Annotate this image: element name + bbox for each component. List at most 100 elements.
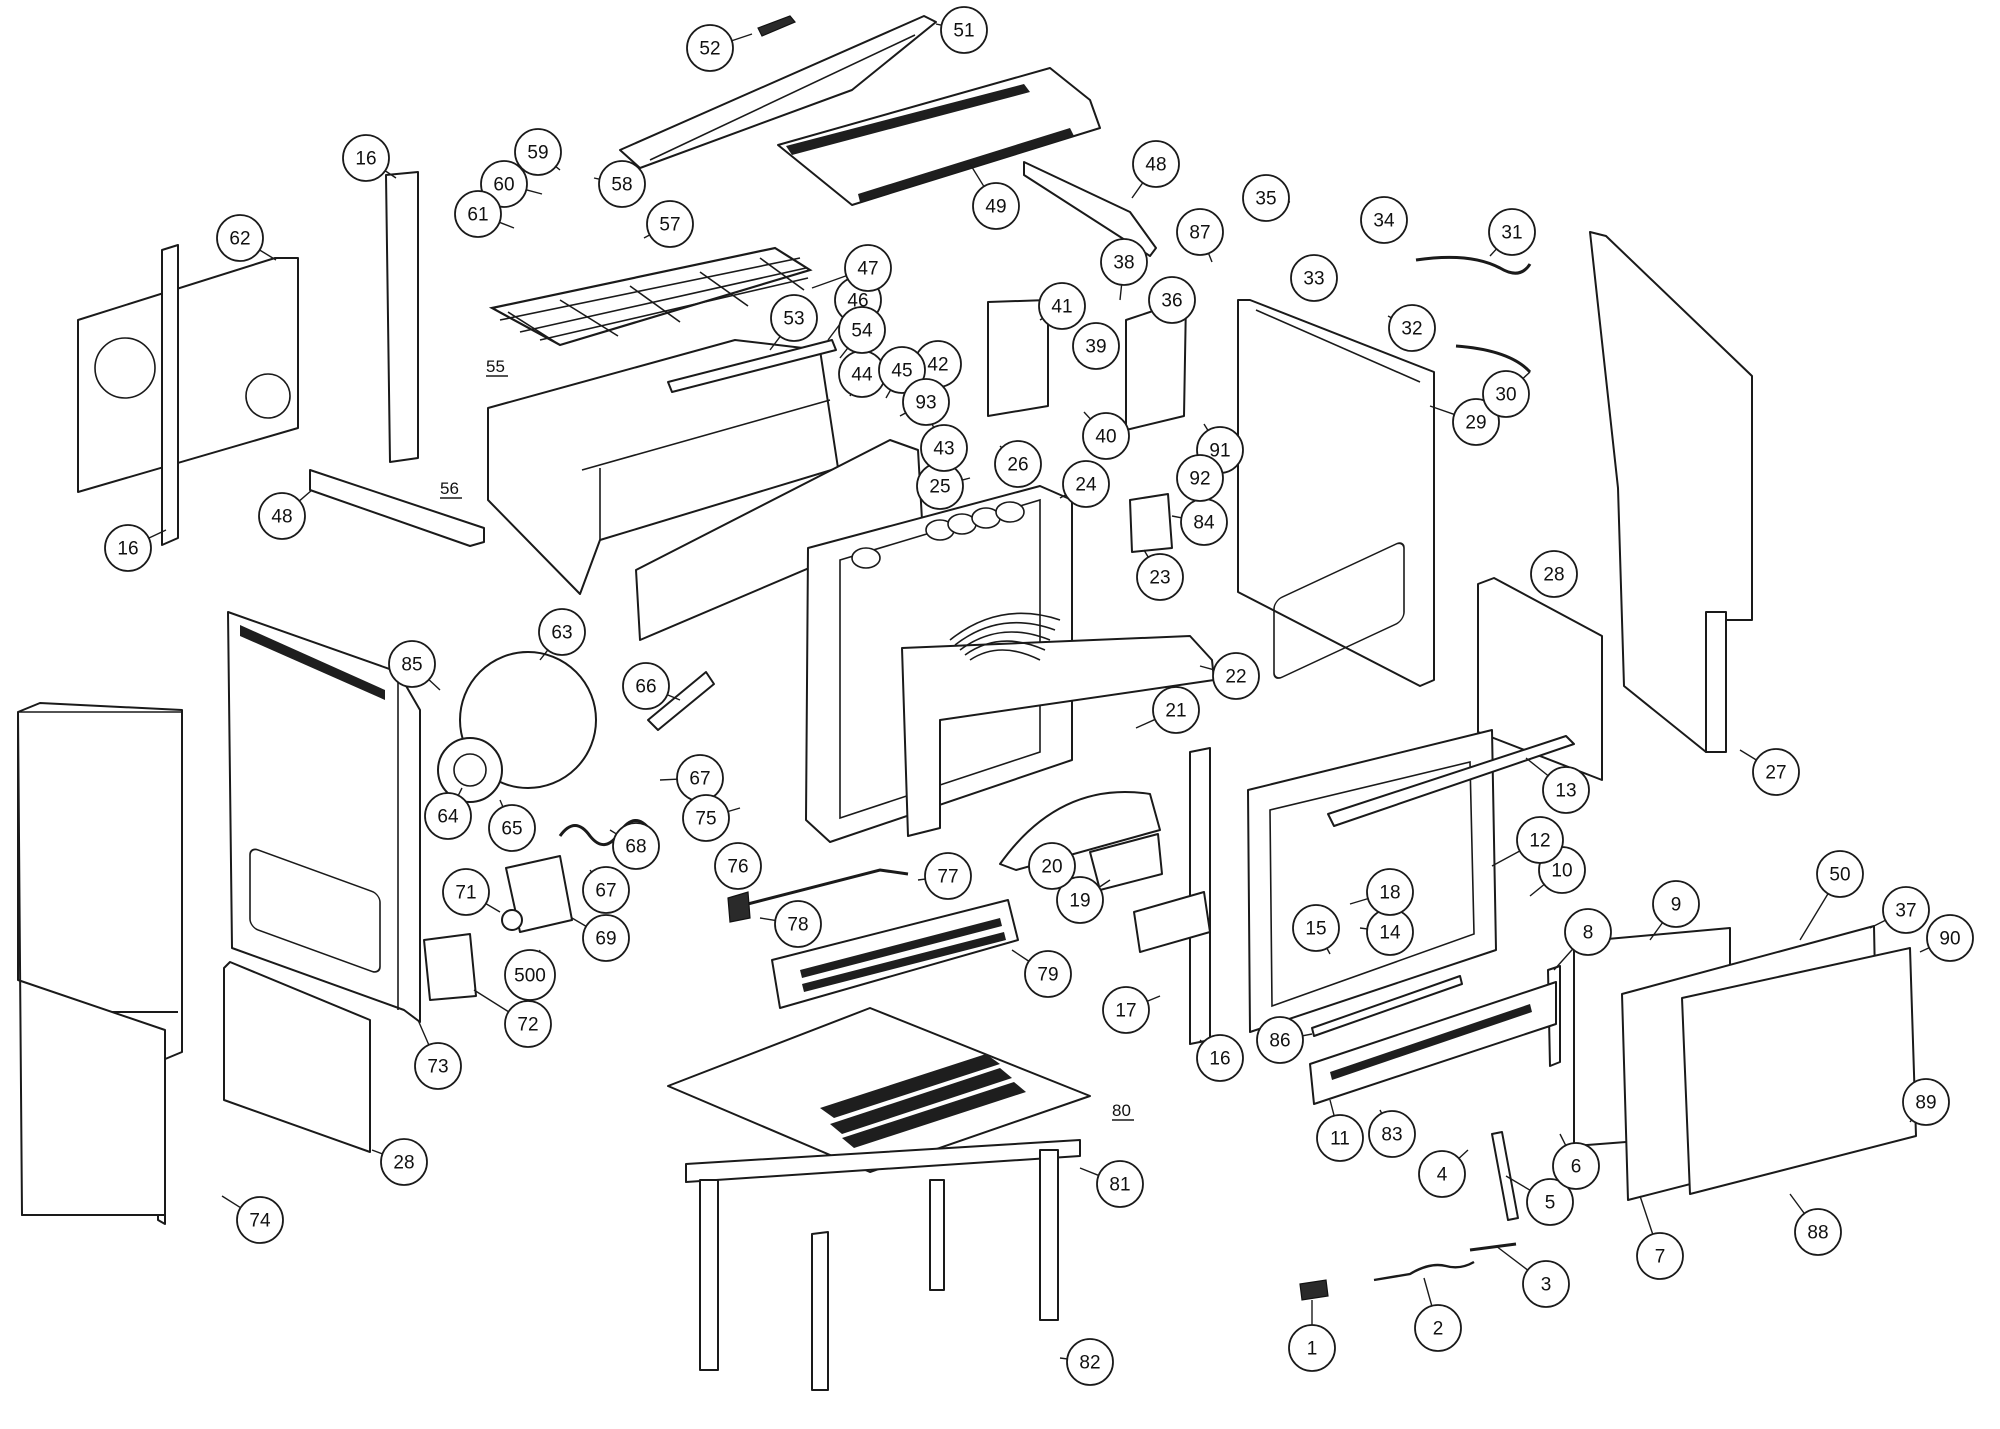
leader-line	[1059, 494, 1067, 499]
callout-number: 67	[595, 881, 616, 902]
leader-line	[1649, 922, 1664, 941]
callout-c36: 36	[1148, 276, 1196, 324]
left-rear-panel	[77, 257, 299, 493]
callout-number: 31	[1501, 223, 1522, 244]
bracket-left	[309, 469, 485, 547]
leader-line	[1489, 248, 1497, 257]
callout-c72: 72	[504, 1000, 552, 1048]
callout-c74: 74	[236, 1196, 284, 1244]
plain-labels: 55 56 80	[440, 357, 1134, 1121]
callout-circle	[1360, 196, 1408, 244]
callout-circle	[504, 1000, 552, 1048]
callout-number: 72	[517, 1015, 538, 1036]
callout-c20: 20	[1028, 842, 1076, 890]
callout-c40: 40	[1082, 412, 1130, 460]
bracket-41	[987, 299, 1049, 417]
door-panel	[1681, 947, 1917, 1195]
callout-number: 92	[1189, 469, 1210, 490]
callout-c61: 61	[454, 190, 502, 238]
callout-number: 87	[1189, 223, 1210, 244]
lower-left-plate	[223, 961, 371, 1153]
leader-line	[1789, 1193, 1805, 1214]
callout-number: 33	[1303, 269, 1324, 290]
callout-number: 79	[1037, 965, 1058, 986]
callout-circle	[1062, 460, 1110, 508]
callout-number: 24	[1075, 475, 1097, 496]
leader-line	[1429, 405, 1455, 416]
callout-circle	[1652, 880, 1700, 928]
callout-c65: 65	[488, 804, 536, 852]
callout-c32: 32	[1388, 304, 1436, 352]
callout-c42: 42	[914, 340, 962, 388]
callout-number: 36	[1161, 291, 1182, 312]
callout-c62: 62	[216, 214, 264, 262]
callout-number: 71	[455, 883, 476, 904]
callout-number: 5	[1545, 1193, 1556, 1214]
callout-circle	[442, 868, 490, 916]
callout-c38: 38	[1100, 238, 1148, 286]
callout-circle	[1176, 454, 1224, 502]
callout-circle	[1418, 1150, 1466, 1198]
callout-circle	[1516, 816, 1564, 864]
callout-circle	[598, 160, 646, 208]
bar-86	[1311, 975, 1463, 1037]
callout-number: 34	[1373, 211, 1395, 232]
callout-number: 48	[1145, 155, 1166, 176]
callout-number: 45	[891, 361, 912, 382]
callout-circle	[1290, 254, 1338, 302]
callout-c76: 76	[714, 842, 762, 890]
callout-c93: 93	[902, 378, 950, 426]
callout-number: 32	[1401, 319, 1422, 340]
callout-number: 39	[1085, 337, 1106, 358]
callout-number: 22	[1225, 667, 1246, 688]
callout-circle	[388, 640, 436, 688]
callout-c16b: 16	[104, 524, 152, 572]
label-80: 80	[1112, 1101, 1131, 1120]
combustion-blower	[437, 651, 597, 803]
callout-c89: 89	[1902, 1078, 1950, 1126]
leader-line	[384, 170, 397, 179]
callout-number: 15	[1305, 919, 1326, 940]
callout-number: 41	[1051, 297, 1072, 318]
callout-number: 66	[635, 677, 656, 698]
callout-circle	[504, 949, 556, 1001]
callout-c33: 33	[1290, 254, 1338, 302]
leader-line	[1359, 927, 1368, 930]
callout-c7: 7	[1636, 1232, 1684, 1280]
burn-pot	[1089, 833, 1163, 891]
callout-circle	[1752, 748, 1800, 796]
callout-number: 84	[1193, 513, 1215, 534]
leader-line	[457, 787, 463, 796]
callout-number: 7	[1655, 1247, 1666, 1268]
callout-c71: 71	[442, 868, 490, 916]
callout-number: 8	[1583, 923, 1594, 944]
washer-71	[501, 909, 523, 931]
callout-number: 12	[1529, 831, 1550, 852]
callout-c25: 25	[916, 462, 964, 510]
callout-number: 47	[857, 259, 878, 280]
callout-number: 73	[427, 1057, 448, 1078]
heat-exchanger-frame	[901, 635, 1215, 837]
callout-c78: 78	[774, 900, 822, 948]
callout-number: 53	[783, 309, 804, 330]
callout-circle	[682, 794, 730, 842]
leader-line	[485, 903, 501, 913]
callout-c19: 19	[1056, 876, 1104, 924]
leader-line	[555, 166, 561, 171]
callout-number: 65	[501, 819, 522, 840]
leader-line	[1147, 995, 1161, 1002]
leader-line	[1553, 948, 1574, 971]
callout-circle	[582, 866, 630, 914]
callout-circle	[1072, 322, 1120, 370]
leader-line	[643, 234, 651, 239]
callout-c57: 57	[646, 200, 694, 248]
callout-number: 50	[1829, 865, 1850, 886]
leader-line	[759, 917, 776, 922]
callout-c86: 86	[1256, 1016, 1304, 1064]
leader-line	[1559, 1133, 1567, 1146]
firebox-top-holes	[851, 501, 1025, 569]
callout-number: 18	[1379, 883, 1400, 904]
leader-line	[1639, 1195, 1654, 1235]
callout-circle	[1388, 304, 1436, 352]
